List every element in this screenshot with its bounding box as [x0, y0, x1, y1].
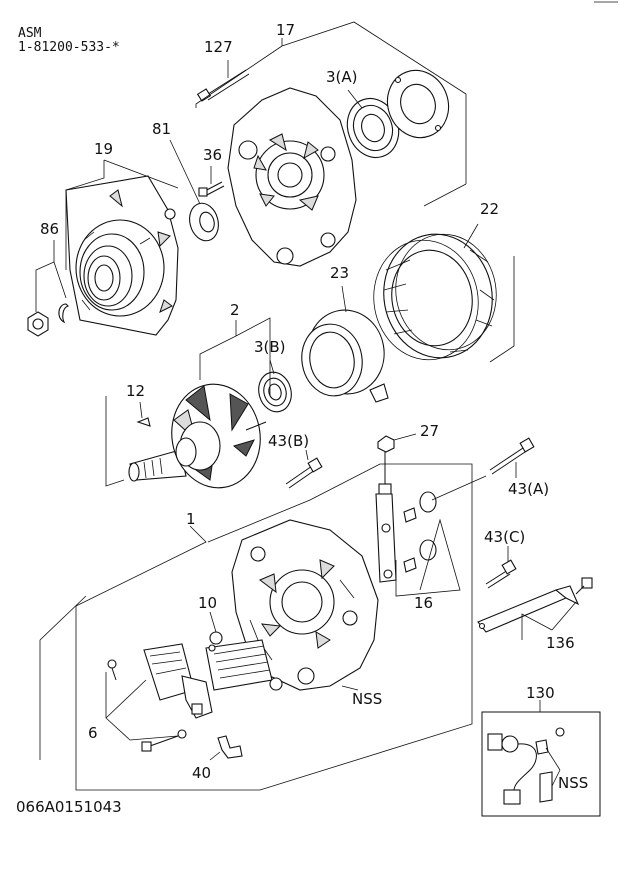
part-43c-bolt	[485, 559, 517, 589]
callout-nss-harness: NSS	[558, 774, 588, 792]
diagram-code: 066A0151043	[16, 798, 122, 816]
part-1-rear-housing	[231, 519, 379, 691]
callout-23: 23	[330, 264, 349, 282]
part-3b-bearing	[258, 371, 292, 413]
part-6-regulator	[107, 643, 213, 752]
terminal-stud-assembly	[375, 452, 437, 583]
part-2-rotor	[128, 383, 267, 489]
callout-36: 36	[203, 146, 222, 164]
leader-lines	[35, 21, 577, 791]
callout-43a: 43(A)	[508, 480, 549, 498]
callout-40: 40	[192, 764, 211, 782]
part-17-front-housing	[227, 87, 357, 267]
part-27-nut	[377, 435, 395, 453]
callout-3a: 3(A)	[326, 68, 358, 86]
callout-6: 6	[88, 724, 98, 742]
part-23-spacer	[301, 309, 389, 403]
callout-nss-housing: NSS	[352, 690, 382, 708]
part-19-pulley-fan	[65, 175, 179, 336]
callout-27: 27	[420, 422, 439, 440]
callout-labels: 127 17 3(A) 81 36 19 22 86 23 2 3(B) 12 …	[40, 21, 588, 792]
bearing-retainer-plate	[386, 69, 450, 139]
callout-22: 22	[480, 200, 499, 218]
callout-86: 86	[40, 220, 59, 238]
part-136-bracket	[477, 577, 593, 633]
part-10-rectifier	[205, 631, 283, 691]
callout-43b: 43(B)	[268, 432, 309, 450]
callout-2: 2	[230, 301, 240, 319]
assembly-number: 1-81200-533-*	[18, 40, 120, 55]
part-43a-long-bolt	[489, 437, 535, 475]
part-130-harness-box	[481, 711, 601, 817]
callout-19: 19	[94, 140, 113, 158]
callout-1: 1	[186, 510, 196, 528]
callout-43c: 43(C)	[484, 528, 525, 546]
callout-130: 130	[526, 684, 555, 702]
callout-10: 10	[198, 594, 217, 612]
part-36-screw	[198, 181, 225, 197]
part-81-spacer	[189, 202, 219, 242]
part-22-stator	[373, 233, 497, 361]
callout-136: 136	[546, 634, 575, 652]
part-127-through-bolt	[196, 69, 250, 102]
callout-12: 12	[126, 382, 145, 400]
callout-81: 81	[152, 120, 171, 138]
part-43b-bolt	[285, 457, 323, 489]
part-86-nut	[27, 303, 70, 337]
part-12-key	[136, 417, 151, 427]
callout-127: 127	[204, 38, 233, 56]
asm-label: ASM	[18, 26, 42, 41]
part-40-terminal	[217, 735, 243, 759]
callout-17: 17	[276, 21, 295, 39]
callout-16: 16	[414, 594, 433, 612]
callout-3b: 3(B)	[254, 338, 286, 356]
